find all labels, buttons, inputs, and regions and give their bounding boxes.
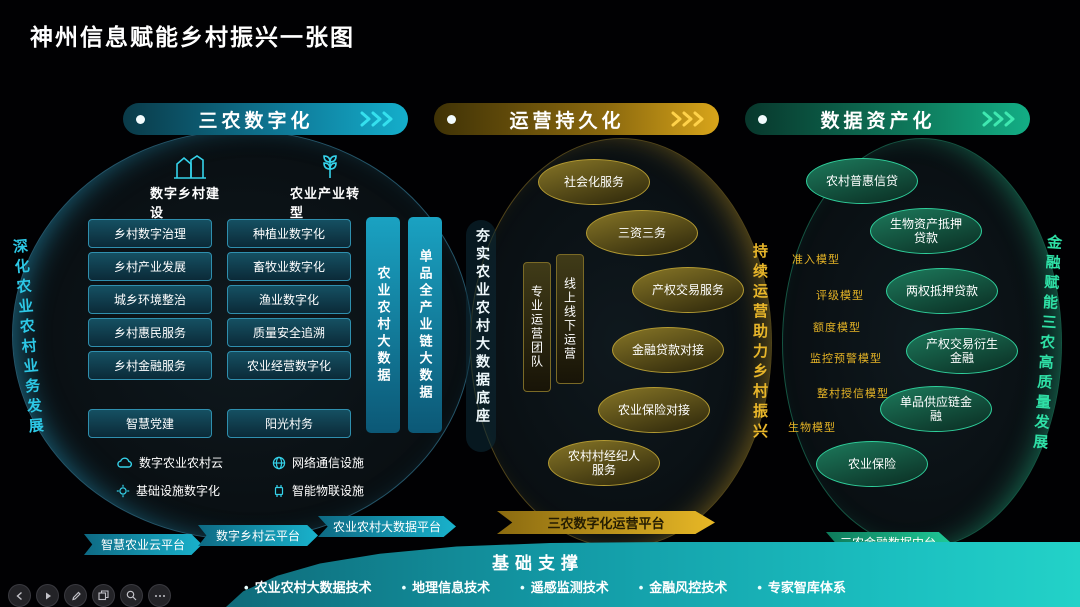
operation-node: 三资三务 [586,210,698,256]
foundation-band [226,542,1080,607]
foundation-items: 农业农村大数据技术 地理信息技术 遥感监测技术 金融风控技术 专家智库体系 [244,577,846,596]
pen-icon [71,591,81,600]
play-icon [45,592,51,599]
operation-node: 农业保险对接 [598,387,710,433]
model-label: 整村授信模型 [817,388,889,400]
banner-dot-icon [447,114,456,124]
foundation-item: 专家智库体系 [757,577,846,596]
digital-village-item: 乡村惠民服务 [88,318,212,347]
model-label: 准入模型 [792,254,840,266]
chevrons-icon [360,111,393,127]
digital-village-item: 乡村金融服务 [88,351,212,380]
infra-item: 智能物联设施 [272,482,364,499]
infra-label: 数字农业农村云 [139,456,224,470]
infra-label: 智能物联设施 [292,484,365,498]
group-agri-transform: 农业产业转型 [290,150,370,221]
cloud-icon [117,457,133,468]
infra-item: 基础设施数字化 [116,482,220,499]
banner-title: 三农数字化 [198,110,314,132]
col2-right-caption: 持续运营助力乡村振兴 [751,243,768,443]
slides-panel-button[interactable] [92,584,115,607]
finance-node: 产权交易衍生金融 [906,328,1018,374]
previous-icon [15,591,22,600]
platform-arrow: 智慧农业云平台 [84,534,202,555]
platform-arrow: 三农数字化运营平台 [497,511,715,534]
foundation-title: 基础支撑 [492,554,584,573]
agri-transform-item: 种植业数字化 [227,219,351,248]
agri-transform-item: 渔业数字化 [227,285,351,314]
bigdata-bar: 农业农村大数据 [366,217,400,433]
zoom-button[interactable] [120,584,143,607]
group-label: 数字乡村建设 [150,186,221,220]
finance-node: 单品供应链金融 [880,386,992,432]
model-label: 生物模型 [788,422,836,434]
infra-item: 网络通信设施 [272,454,364,471]
foundation-item: 金融风控技术 [639,577,727,596]
foundation-item: 农业农村大数据技术 [244,577,372,596]
more-options-button[interactable] [148,584,171,607]
network-globe-icon [272,456,286,469]
infra-label: 基础设施数字化 [136,484,221,498]
iot-chip-icon [274,484,284,497]
digital-village-item: 乡村数字治理 [88,219,212,248]
banner-operation: 运营持久化 [434,103,719,135]
finance-node: 生物资产抵押贷款 [870,208,982,254]
banner-data-asset: 数据资产化 [745,103,1030,135]
operation-team-bar: 专业运营团队 [523,262,551,392]
operation-node: 产权交易服务 [632,267,744,313]
model-label: 评级模型 [816,290,864,302]
infra-label: 网络通信设施 [292,456,365,470]
finance-node: 两权抵押贷款 [886,268,998,314]
col1-right-caption-strip [466,220,496,452]
banner-dot-icon [758,114,767,124]
model-label: 额度模型 [813,322,861,334]
group-digital-village: 数字乡村建设 [150,150,230,221]
model-label: 监控预警模型 [810,353,882,365]
agri-transform-item: 畜牧业数字化 [227,252,351,281]
chevrons-icon [982,111,1015,127]
play-button[interactable] [36,584,59,607]
chevrons-icon [671,111,704,127]
foundation-item: 地理信息技术 [402,577,490,596]
banner-title: 数据资产化 [820,110,936,132]
digital-village-item: 城乡环境整治 [88,285,212,314]
digital-village-item: 乡村产业发展 [88,252,212,281]
slides-icon [98,590,109,601]
previous-slide-button[interactable] [8,584,31,607]
agri-transform-item: 质量安全追溯 [227,318,351,347]
operation-node: 农村村经纪人服务 [548,440,660,486]
chain-bigdata-bar: 单品全产业链大数据 [408,217,442,433]
foundation-item: 遥感监测技术 [520,577,609,596]
digital-village-item: 智慧党建 [88,409,212,438]
operation-node: 社会化服务 [538,159,650,205]
group-label: 农业产业转型 [290,186,361,220]
infra-item: 数字农业农村云 [116,454,223,471]
gear-icon [116,484,130,497]
platform-arrow: 数字乡村云平台 [198,525,318,546]
operation-node: 金融贷款对接 [612,327,724,373]
finance-node: 农村普惠信贷 [806,158,918,204]
online-offline-bar: 线上线下运营 [556,254,584,384]
agri-transform-item: 阳光村务 [227,409,351,438]
wheat-icon [323,155,337,178]
banner-digitalization: 三农数字化 [123,103,408,135]
banner-dot-icon [136,114,145,124]
ellipsis-icon [154,594,165,597]
platform-arrow: 农业农村大数据平台 [318,516,456,537]
annotate-button[interactable] [64,584,87,607]
agri-transform-item: 农业经营数字化 [227,351,351,380]
finance-node: 农业保险 [816,441,928,487]
col1-right-caption: 夯实农业农村大数据底座 [475,228,491,426]
page-title: 神州信息赋能乡村振兴一张图 [30,24,355,50]
village-icon [174,155,206,179]
banner-title: 运营持久化 [509,110,625,132]
magnifier-icon [126,590,137,601]
